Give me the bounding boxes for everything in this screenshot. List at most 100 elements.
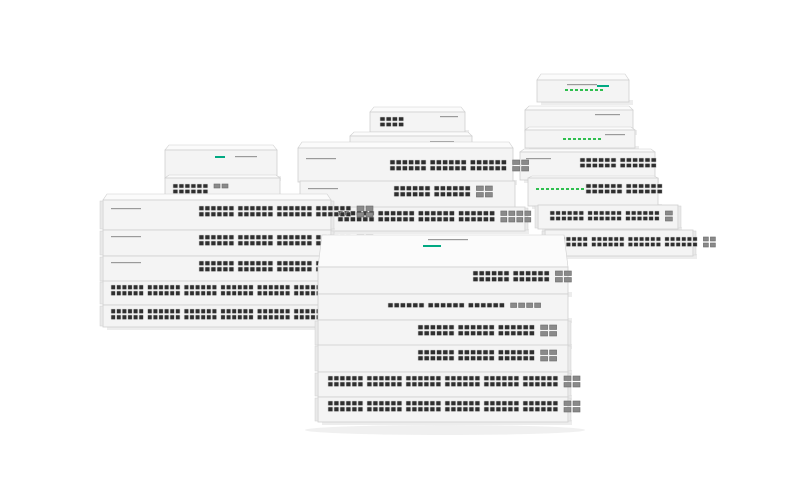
rj45-port-icon xyxy=(395,159,402,165)
rj45-port-icon xyxy=(522,406,529,412)
rj45-port-icon xyxy=(488,330,495,336)
rj45-port-icon xyxy=(408,159,414,165)
rj45-port-icon xyxy=(255,211,262,217)
rj45-port-icon xyxy=(222,260,229,266)
sfp-port-icon xyxy=(572,375,581,381)
rj45-port-icon xyxy=(310,290,316,296)
unit-top-face xyxy=(536,73,630,81)
rj45-port-icon xyxy=(529,349,535,355)
rj45-port-icon xyxy=(249,234,256,240)
rj45-port-icon xyxy=(333,381,340,387)
rj45-port-icon xyxy=(507,375,514,381)
rj45-port-icon xyxy=(625,210,631,216)
rj45-port-icon xyxy=(464,210,471,216)
right-switch-48a xyxy=(534,204,682,232)
rj45-port-icon xyxy=(138,290,144,296)
sfp-port-icon xyxy=(356,212,365,218)
rj45-port-icon xyxy=(420,159,427,165)
status-led-icon xyxy=(566,188,569,190)
status-led-icon xyxy=(541,188,544,190)
rj45-port-icon xyxy=(333,205,340,211)
rack-ear-left xyxy=(534,205,539,229)
sfp-port-icon xyxy=(665,216,673,222)
rj45-port-icon xyxy=(228,266,235,272)
rj45-port-icon xyxy=(357,375,364,381)
rj45-port-icon xyxy=(464,191,471,197)
rj45-port-icon xyxy=(366,381,373,387)
rj45-port-icon xyxy=(619,236,625,242)
status-led-icon xyxy=(600,89,603,91)
rj45-port-icon xyxy=(644,163,651,168)
rj45-port-icon xyxy=(423,400,430,406)
rj45-port-icon xyxy=(294,205,301,211)
rj45-port-icon xyxy=(591,189,598,194)
rj45-port-icon xyxy=(262,290,268,296)
rj45-port-icon xyxy=(268,284,274,290)
rj45-port-icon xyxy=(294,240,301,246)
rj45-port-icon xyxy=(483,375,490,381)
unit-top-face xyxy=(102,193,332,201)
rj45-port-icon xyxy=(644,183,651,189)
rj45-port-icon xyxy=(405,381,412,387)
rj45-port-icon xyxy=(169,284,175,290)
rj45-port-icon xyxy=(552,381,559,387)
center-switch-24a xyxy=(297,141,529,185)
rj45-port-icon xyxy=(494,165,501,171)
rj45-port-icon xyxy=(593,216,599,221)
rj45-port-icon xyxy=(476,159,482,165)
rj45-port-icon xyxy=(257,284,263,290)
rj45-port-icon xyxy=(406,185,412,191)
rj45-port-icon xyxy=(492,302,499,308)
rj45-port-icon xyxy=(561,210,567,216)
rj45-port-icon xyxy=(681,236,687,242)
rj45-port-icon xyxy=(596,242,602,247)
rj45-port-icon xyxy=(440,191,446,197)
rj45-port-icon xyxy=(121,314,127,320)
unit-top-face xyxy=(369,106,466,113)
rj45-port-icon xyxy=(507,400,514,406)
rj45-port-icon xyxy=(204,240,211,246)
brand-mark-icon xyxy=(597,85,609,87)
rj45-port-icon xyxy=(248,314,254,320)
rj45-port-icon xyxy=(644,157,651,163)
rj45-port-icon xyxy=(488,159,495,165)
rj45-port-icon xyxy=(417,349,424,355)
rj45-port-icon xyxy=(485,276,491,282)
rj45-port-icon xyxy=(436,159,442,165)
rj45-port-icon xyxy=(436,210,443,216)
rj45-port-icon xyxy=(406,191,412,197)
model-label-line xyxy=(430,141,454,143)
rj45-port-icon xyxy=(273,290,279,296)
model-label-line xyxy=(605,134,625,136)
rj45-port-icon xyxy=(366,375,373,381)
rj45-port-icon xyxy=(267,211,274,217)
rj45-port-icon xyxy=(276,260,283,266)
unit-front-face xyxy=(369,111,466,133)
rj45-port-icon xyxy=(619,242,625,247)
rj45-port-icon xyxy=(255,260,262,266)
rj45-port-icon xyxy=(446,185,452,191)
status-led-icon xyxy=(565,89,568,91)
rj45-port-icon xyxy=(158,314,164,320)
rj45-port-icon xyxy=(267,234,274,240)
rj45-port-icon xyxy=(385,116,392,122)
rj45-port-icon xyxy=(158,308,164,314)
sfp-port-icon xyxy=(555,270,563,276)
rj45-port-icon xyxy=(448,349,455,355)
rj45-port-icon xyxy=(195,314,201,320)
rj45-port-icon xyxy=(507,406,514,412)
rj45-port-icon xyxy=(220,290,226,296)
rj45-port-icon xyxy=(393,302,400,308)
rj45-port-icon xyxy=(327,205,334,211)
rj45-port-icon xyxy=(656,183,663,189)
rj45-port-icon xyxy=(578,216,584,221)
rj45-port-icon xyxy=(456,400,463,406)
rj45-port-icon xyxy=(285,290,291,296)
rj45-port-icon xyxy=(384,381,391,387)
rj45-port-icon xyxy=(198,211,205,217)
rj45-port-icon xyxy=(268,308,274,314)
sfp-port-icon xyxy=(516,210,524,216)
rj45-port-icon xyxy=(216,205,223,211)
rj45-port-icon xyxy=(429,406,436,412)
rj45-port-icon xyxy=(248,290,254,296)
